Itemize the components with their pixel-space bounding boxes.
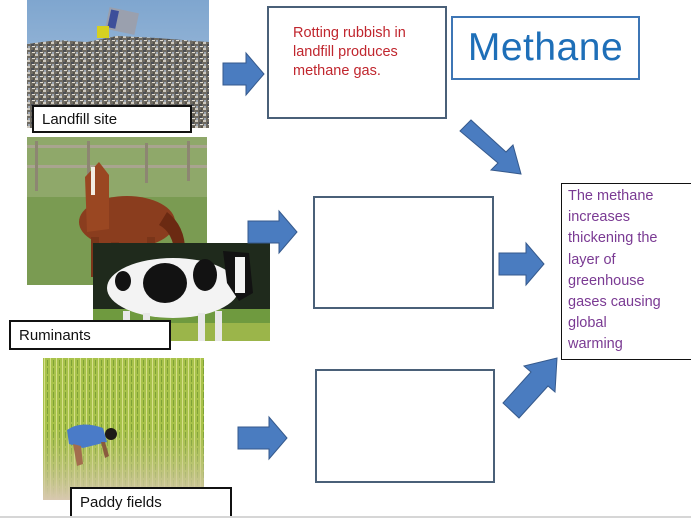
effect-text: The methane increases thickening the lay… [568, 188, 661, 353]
paddy-fields-description-box[interactable] [315, 369, 495, 483]
landfill-description-text: Rotting rubbish in landfill produces met… [293, 25, 406, 79]
arrow-down-right-icon [459, 119, 522, 175]
title-box: Methane [451, 16, 640, 80]
ruminants-label-text: Ruminants [19, 326, 91, 344]
effect-box: The methane increases thickening the lay… [561, 183, 691, 360]
paddy-field-photo [43, 358, 204, 500]
landfill-description-box: Rotting rubbish in landfill produces met… [267, 6, 447, 119]
arrow-right-icon [237, 415, 288, 461]
paddy-fields-label-text: Paddy fields [80, 494, 162, 511]
paddy-fields-label: Paddy fields [70, 487, 232, 518]
page-title: Methane [467, 26, 624, 69]
ruminants-description-box[interactable] [313, 196, 494, 309]
arrow-right-icon [222, 51, 265, 97]
landfill-label-text: Landfill site [42, 110, 118, 128]
arrow-right-icon [247, 209, 298, 255]
arrow-up-right-icon [502, 357, 558, 419]
arrow-right-icon [498, 241, 545, 287]
slide-bottom-edge [0, 516, 691, 518]
landfill-label: Landfill site [32, 105, 192, 133]
ruminants-label: Ruminants [9, 320, 171, 350]
paddy-image [43, 358, 204, 500]
